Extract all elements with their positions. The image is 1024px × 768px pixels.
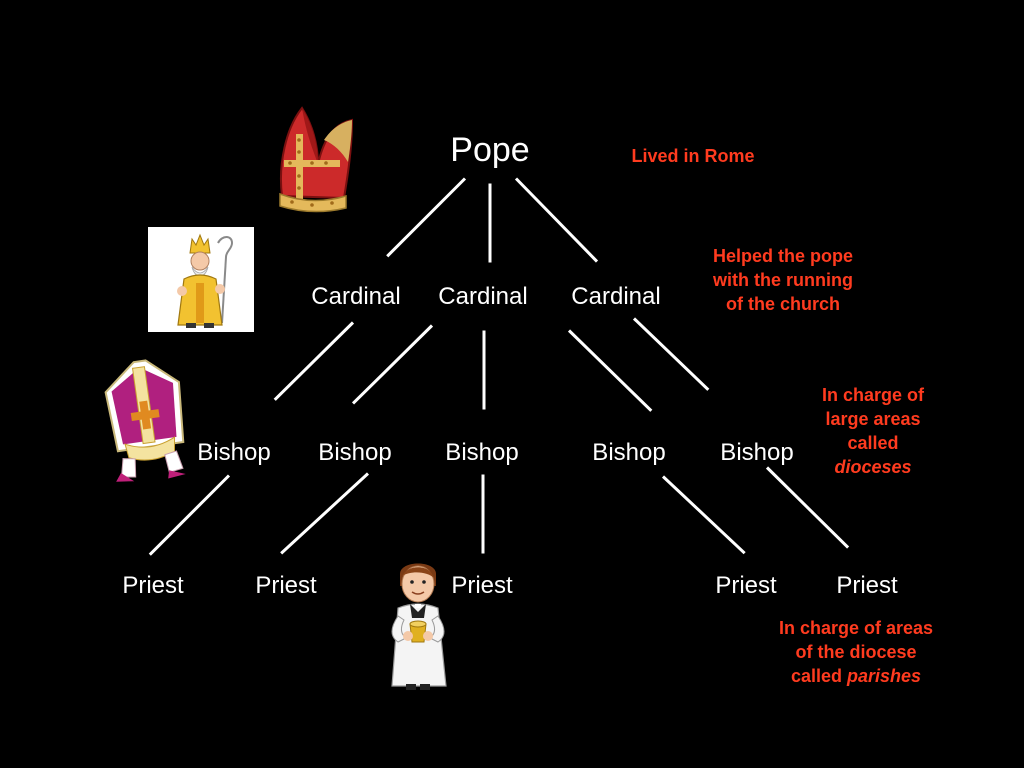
note-line: Lived in Rome — [631, 146, 755, 166]
bishop-label: Bishop — [445, 439, 519, 466]
pope-label: Pope — [450, 131, 530, 169]
priest-label: Priest — [451, 572, 513, 599]
priest-label: Priest — [122, 572, 184, 599]
bishop-label: Bishop — [720, 439, 794, 466]
bishop-label: Bishop — [197, 439, 271, 466]
priest-note: In charge of areas of the diocese called… — [779, 616, 933, 688]
connector-line — [488, 183, 492, 262]
connector-line — [279, 471, 370, 555]
bishop-label: Bishop — [318, 439, 392, 466]
connector-line — [661, 474, 747, 555]
bishop-note: In charge of large areas called dioceses — [822, 383, 924, 479]
cardinal-label: Cardinal — [438, 283, 528, 310]
note-line: Helped the pope — [712, 246, 854, 266]
note-line: called parishes — [779, 664, 933, 688]
connector-line — [481, 474, 485, 553]
connector-line — [567, 328, 653, 412]
connector-line — [514, 176, 599, 263]
note-emphasis: dioceses — [834, 457, 912, 477]
connector-line — [148, 473, 231, 556]
note-line: In charge of areas — [778, 618, 934, 638]
connector-line — [351, 323, 434, 405]
priest-label: Priest — [715, 572, 777, 599]
priest-figure-icon — [391, 563, 447, 690]
note-prefix: called — [790, 666, 847, 686]
connector-line — [482, 330, 486, 409]
bishop-vestment-icon — [104, 359, 186, 482]
pope-figure-icon — [148, 227, 254, 332]
note-line: large areas — [825, 409, 921, 429]
cardinal-note: Helped the pope with the running of the … — [713, 244, 853, 316]
pope-note: Lived in Rome — [631, 144, 754, 168]
cardinal-label: Cardinal — [571, 283, 661, 310]
note-line: of the church — [725, 294, 841, 314]
note-line: In charge of — [821, 385, 925, 405]
bishop-label: Bishop — [592, 439, 666, 466]
priest-label: Priest — [255, 572, 317, 599]
note-line: with the running — [713, 270, 853, 290]
note-line: of the diocese — [795, 642, 917, 662]
mitre-icon — [279, 106, 354, 213]
cardinal-label: Cardinal — [311, 283, 401, 310]
note-line: called — [847, 433, 899, 453]
connector-line — [632, 316, 710, 391]
note-emphasis: parishes — [846, 666, 922, 686]
connector-line — [385, 176, 467, 258]
priest-label: Priest — [836, 572, 898, 599]
connector-line — [273, 320, 355, 401]
